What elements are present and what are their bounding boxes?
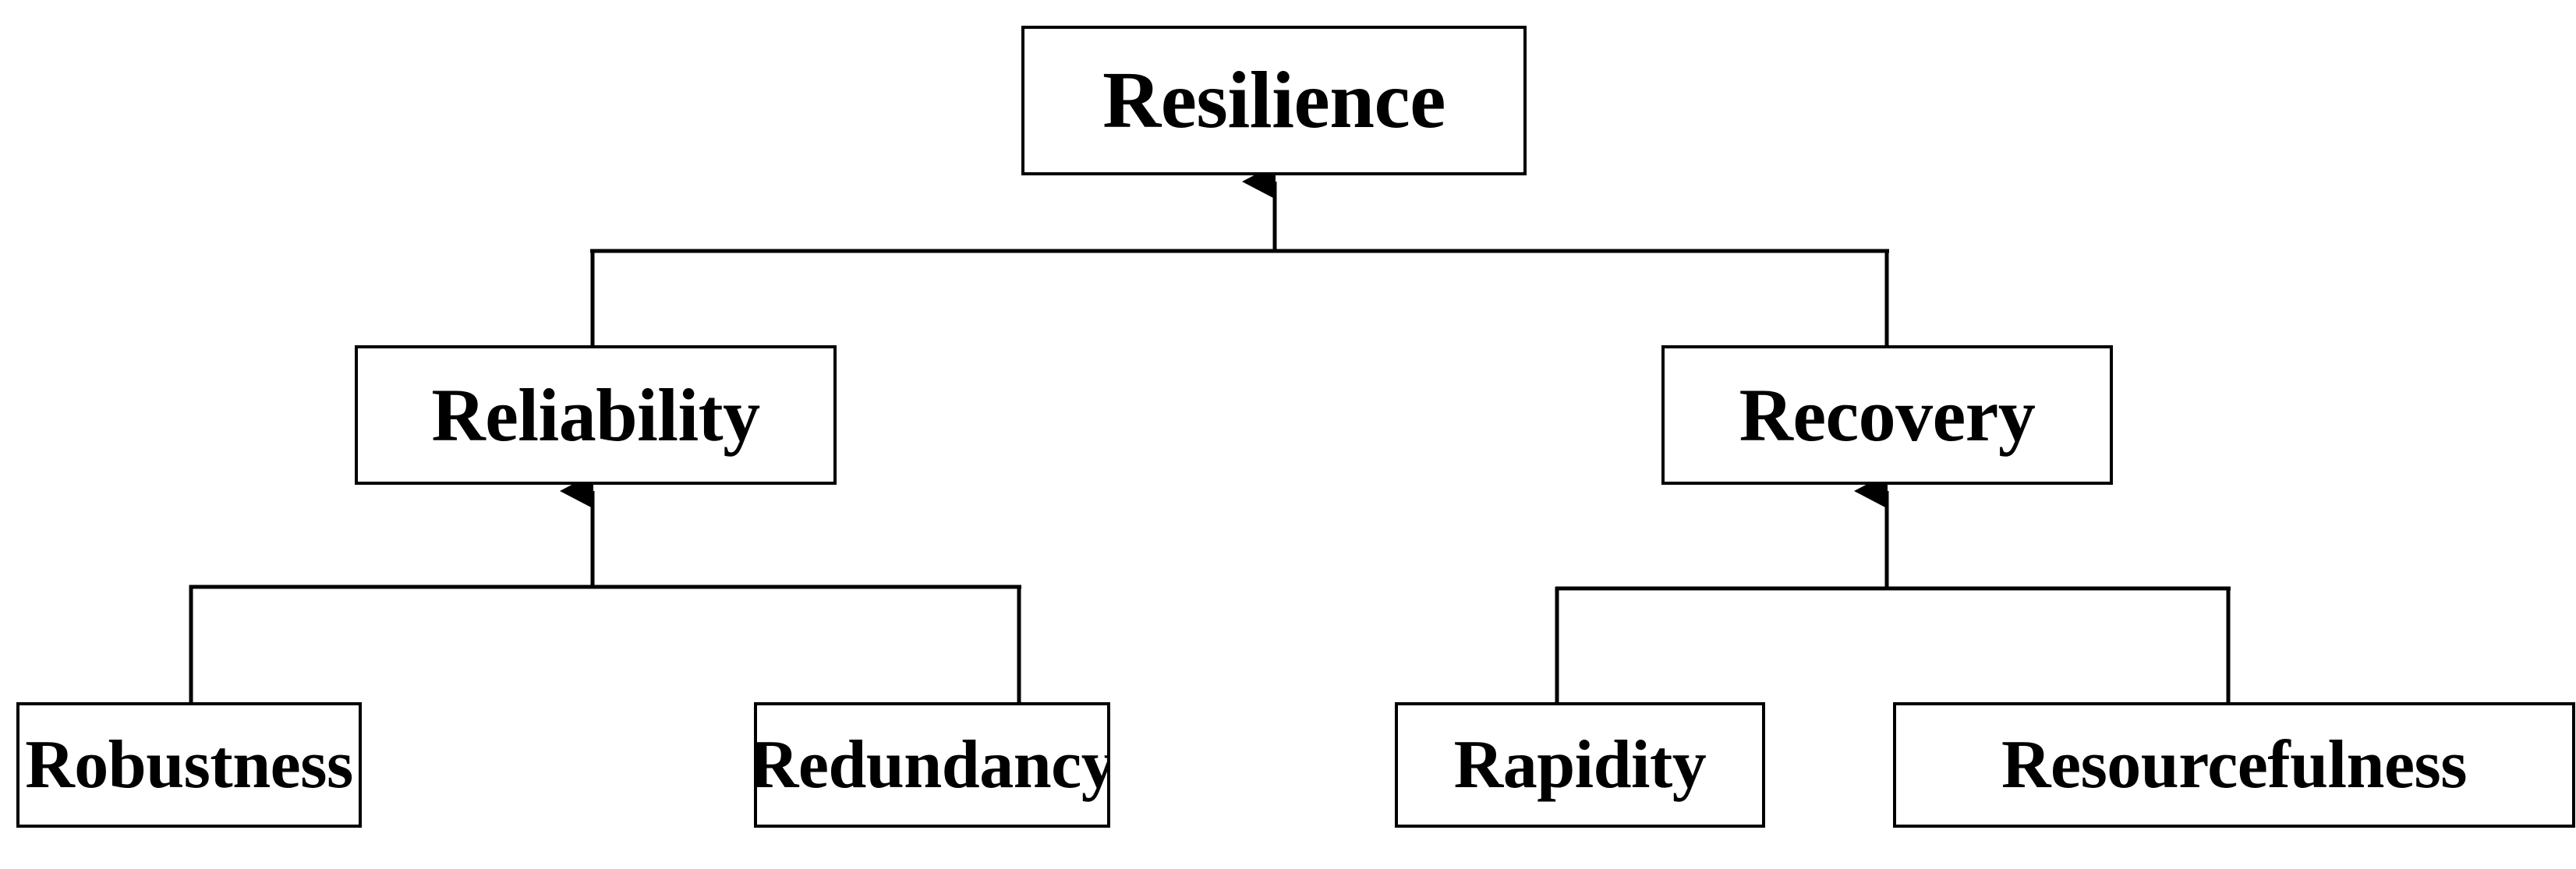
node-recovery-label: Recovery (1739, 373, 2036, 457)
node-resourcefulness[interactable]: Resourcefulness (1893, 702, 2575, 828)
edge-group-right-children-to-recovery (1555, 473, 2231, 702)
node-reliability[interactable]: Reliability (355, 345, 837, 485)
edge-group-level1-to-resilience (590, 164, 1889, 345)
node-rapidity[interactable]: Rapidity (1395, 702, 1765, 828)
edge-group-left-children-to-reliability (189, 473, 1021, 702)
node-reliability-label: Reliability (431, 373, 760, 457)
node-resourcefulness-label: Resourcefulness (2001, 726, 2468, 803)
node-resilience[interactable]: Resilience (1021, 26, 1527, 175)
node-recovery[interactable]: Recovery (1661, 345, 2113, 485)
node-resilience-label: Resilience (1102, 55, 1445, 145)
node-rapidity-label: Rapidity (1453, 726, 1707, 803)
node-robustness[interactable]: Robustness (16, 702, 362, 828)
node-redundancy[interactable]: Redundancy (754, 702, 1110, 828)
node-redundancy-label: Redundancy (754, 726, 1110, 803)
node-robustness-label: Robustness (25, 726, 353, 803)
